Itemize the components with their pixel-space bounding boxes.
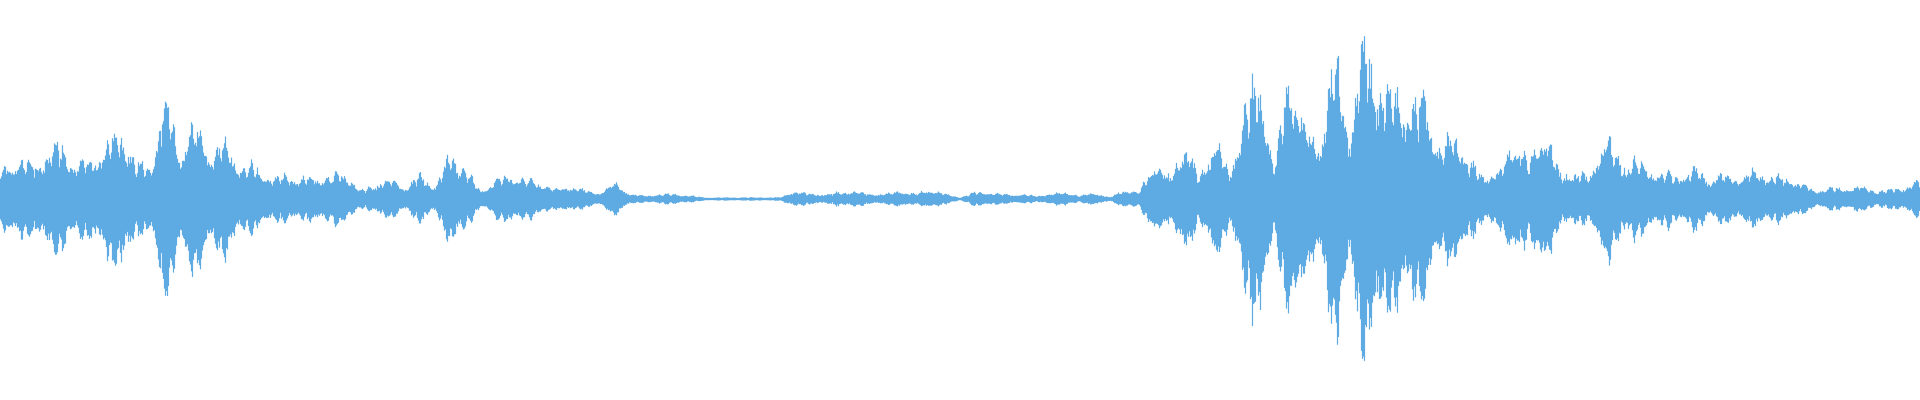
- waveform-bars: [0, 36, 1920, 361]
- waveform-path: [0, 36, 1920, 361]
